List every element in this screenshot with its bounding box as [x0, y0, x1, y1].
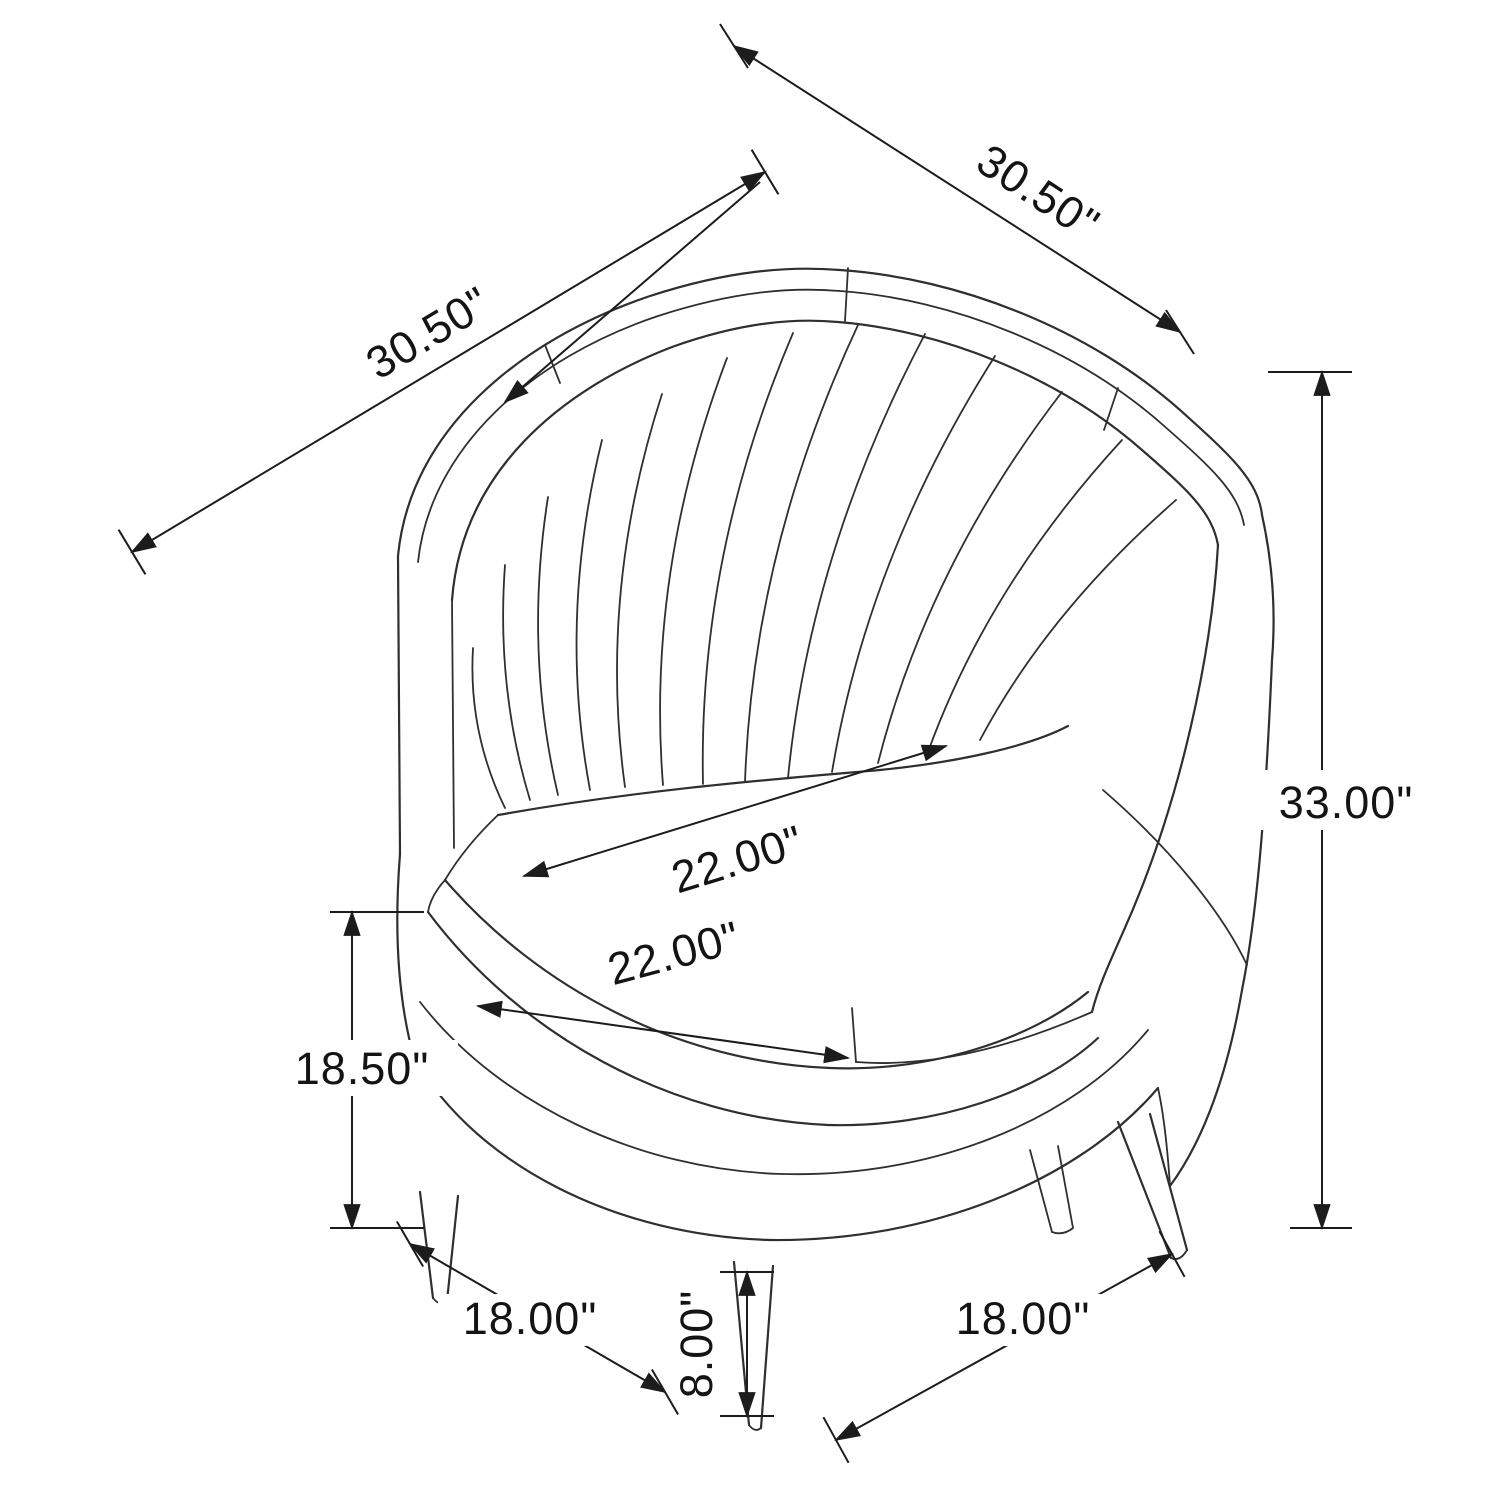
dimension-annotations: 30.50" 30.50" 33.00" 22.00" 22.00" [117, 23, 1446, 1464]
dim-label-seat-diag-upper: 22.00" [666, 815, 810, 903]
channel-line [877, 391, 1063, 764]
channel-line [979, 499, 1177, 741]
dim-line [834, 1252, 1174, 1442]
dim-top-left-depth: 30.50" [117, 149, 780, 575]
leg-edge [1057, 1145, 1074, 1229]
dim-line [475, 1000, 851, 1064]
dim-line [130, 170, 767, 554]
leg-back-right [1116, 1112, 1189, 1260]
dim-label-mask [266, 1040, 458, 1096]
channel-line [831, 355, 996, 773]
dim-side-leg-spread: 18.00" [822, 1230, 1186, 1464]
dim-label-seat-diag-lower: 22.00" [602, 911, 745, 995]
cushion-front-bottom [426, 910, 1100, 1127]
channel-line [575, 439, 603, 791]
dim-label-front-leg-spread: 18.00" [463, 1293, 598, 1344]
channel-line [927, 439, 1123, 753]
right-side-seam [1102, 789, 1248, 966]
dim-extension-line [503, 181, 761, 404]
leg-back-center [1029, 1145, 1074, 1235]
dim-label-side-leg-spread: 18.00" [956, 1293, 1091, 1344]
back-left-edge-outer [396, 554, 402, 856]
seat-arm-front [855, 1011, 1093, 1064]
dim-label-leg-height: 8.00" [671, 1290, 722, 1399]
dim-seat-diag-lower: 22.00" [475, 911, 851, 1064]
base-mid-seam [419, 1001, 1149, 1176]
base-bottom-edge [412, 1056, 1160, 1242]
leg-front-left [418, 1190, 460, 1305]
right-arm-inner [1090, 543, 1220, 1014]
channel-line [537, 496, 559, 796]
base-right-join [1157, 1087, 1171, 1187]
back-mid-rim [417, 288, 1245, 563]
cushion-front-top [443, 878, 1090, 1070]
leg-edge [418, 1190, 435, 1300]
back-left-edge-inner [451, 599, 455, 849]
dim-top-right-width: 30.50" [719, 23, 1195, 355]
dim-tick [1158, 1230, 1186, 1278]
dim-overall-height: 33.00" [1246, 369, 1446, 1231]
cushion-left-edge [444, 814, 499, 881]
leg-tip [1051, 1227, 1074, 1235]
dim-label-mask [931, 1294, 1115, 1346]
dim-tick [750, 149, 780, 195]
channel-line [787, 333, 926, 779]
dim-tick [719, 23, 749, 69]
channel-line [471, 647, 506, 809]
dim-leg-height: 8.00" [671, 1269, 774, 1419]
rim-seam-left [544, 344, 561, 384]
seat-arm-notch [851, 1007, 857, 1063]
dim-label-top-left-depth: 30.50" [357, 276, 499, 389]
channel-line [502, 564, 531, 801]
dim-front-leg-spread: 18.00" [396, 1220, 679, 1416]
dim-tick [651, 1368, 679, 1416]
leg-edge [1148, 1112, 1189, 1252]
leg-tip [748, 1424, 762, 1431]
dim-label-mask [438, 1294, 622, 1346]
right-side-outer [1168, 513, 1275, 1188]
dim-label-mask [1246, 770, 1446, 830]
chair-drawing [396, 267, 1275, 1431]
channel-line [616, 393, 663, 788]
dim-label-seat-height: 18.50" [295, 1043, 430, 1094]
dim-seat-height: 18.50" [266, 909, 458, 1231]
dim-label-overall-height: 33.00" [1279, 777, 1414, 828]
leg-edge [1029, 1149, 1053, 1233]
base-left-outer [396, 852, 416, 1060]
seat-back-junction [496, 724, 1070, 817]
leg-front-center [732, 1260, 775, 1431]
channel-tufting-fan [471, 324, 1177, 809]
cushion-left-cap [427, 879, 446, 913]
rim-seam-top [844, 267, 849, 322]
channel-line [659, 357, 728, 786]
dim-label-top-right-width: 30.50" [968, 134, 1109, 250]
dim-tick [117, 529, 147, 575]
leg-edge [445, 1194, 460, 1303]
dim-tick [1165, 309, 1195, 355]
dim-line [732, 44, 1182, 334]
channel-line [744, 324, 859, 783]
back-outer-rim [396, 267, 1264, 558]
dim-line [521, 744, 949, 878]
leg-edge [759, 1264, 775, 1430]
channel-line [701, 332, 794, 785]
dim-tick [822, 1416, 850, 1464]
dim-tick [396, 1220, 424, 1268]
rim-seam-right [1103, 387, 1119, 431]
